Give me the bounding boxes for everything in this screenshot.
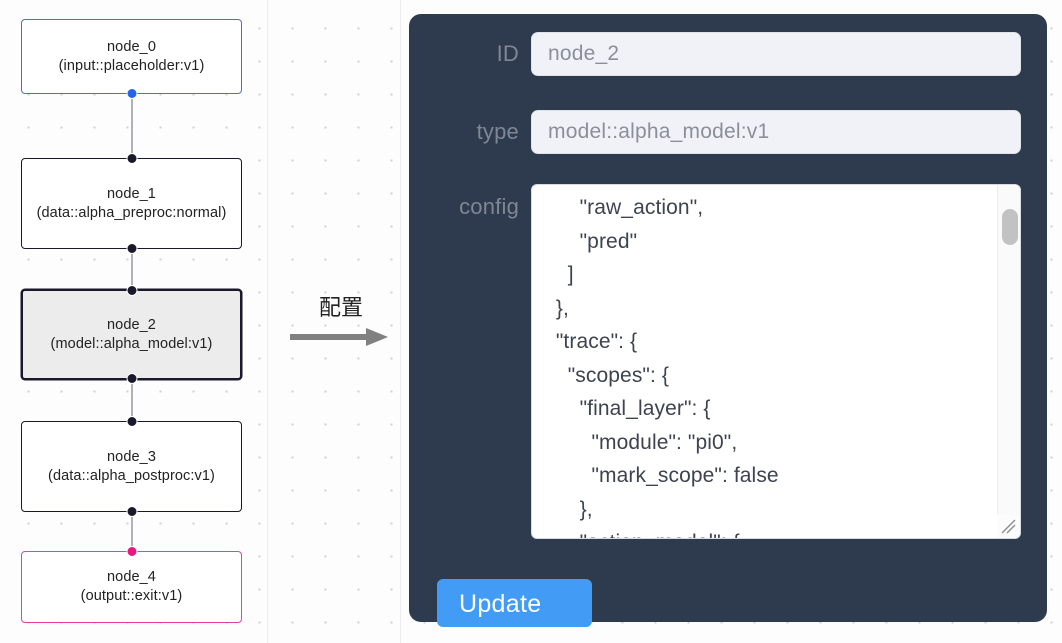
- edge-node3-node4: [131, 511, 133, 553]
- flow-node-label: node_1 (data::alpha_preproc:normal): [36, 185, 227, 221]
- field-row-config: config "raw_action", "pred" ] }, "trace"…: [409, 184, 1047, 539]
- flow-node-node_3[interactable]: node_3 (data::alpha_postproc:v1): [21, 416, 242, 517]
- config-scrollbar-thumb[interactable]: [1002, 209, 1018, 245]
- node-handle-target-icon[interactable]: [126, 416, 137, 427]
- flow-node-node_0[interactable]: node_0 (input::placeholder:v1): [21, 19, 242, 99]
- id-field-label: ID: [496, 41, 519, 66]
- edge-node1-node2: [131, 248, 133, 291]
- config-textarea[interactable]: "raw_action", "pred" ] }, "trace": { "sc…: [555, 196, 779, 538]
- node-handle-target-icon[interactable]: [126, 546, 137, 557]
- annotation-group: 配置: [288, 296, 394, 348]
- node-handle-target-icon[interactable]: [126, 285, 137, 296]
- flow-node-node_2[interactable]: node_2 (model::alpha_model:v1): [21, 285, 242, 384]
- type-field-label: type: [476, 119, 519, 144]
- edge-node0-node1: [131, 93, 133, 160]
- canvas-divider: [400, 0, 401, 643]
- flow-node-node_4[interactable]: node_4 (output::exit:v1): [21, 546, 242, 623]
- edge-node2-node3: [131, 379, 133, 423]
- config-scrollbar[interactable]: [997, 185, 1020, 538]
- node-handle-source-icon[interactable]: [126, 243, 137, 254]
- flow-node-node_1[interactable]: node_1 (data::alpha_preproc:normal): [21, 153, 242, 254]
- type-input[interactable]: model::alpha_model:v1: [531, 110, 1021, 154]
- canvas-divider: [267, 0, 268, 643]
- field-row-id: ID node_2: [409, 32, 1047, 76]
- flow-node-label: node_3 (data::alpha_postproc:v1): [48, 448, 215, 484]
- field-row-type: type model::alpha_model:v1: [409, 110, 1047, 154]
- config-field-label: config: [459, 194, 519, 219]
- resize-grip-icon[interactable]: [997, 515, 1019, 537]
- flow-node-label: node_0 (input::placeholder:v1): [58, 38, 205, 74]
- config-textarea-wrapper: "raw_action", "pred" ] }, "trace": { "sc…: [531, 184, 1021, 539]
- flow-node-label: node_4 (output::exit:v1): [80, 569, 183, 604]
- node-handle-target-icon[interactable]: [126, 153, 137, 164]
- node-handle-source-icon[interactable]: [126, 88, 137, 99]
- update-button[interactable]: Update: [437, 579, 592, 627]
- id-input[interactable]: node_2: [531, 32, 1021, 76]
- arrow-right-icon: [288, 326, 394, 348]
- node-config-panel: ID node_2 type model::alpha_model:v1 con…: [409, 14, 1047, 627]
- flow-node-label: node_2 (model::alpha_model:v1): [50, 316, 213, 352]
- node-handle-source-icon[interactable]: [126, 506, 137, 517]
- node-handle-source-icon[interactable]: [126, 373, 137, 384]
- annotation-label: 配置: [318, 296, 363, 321]
